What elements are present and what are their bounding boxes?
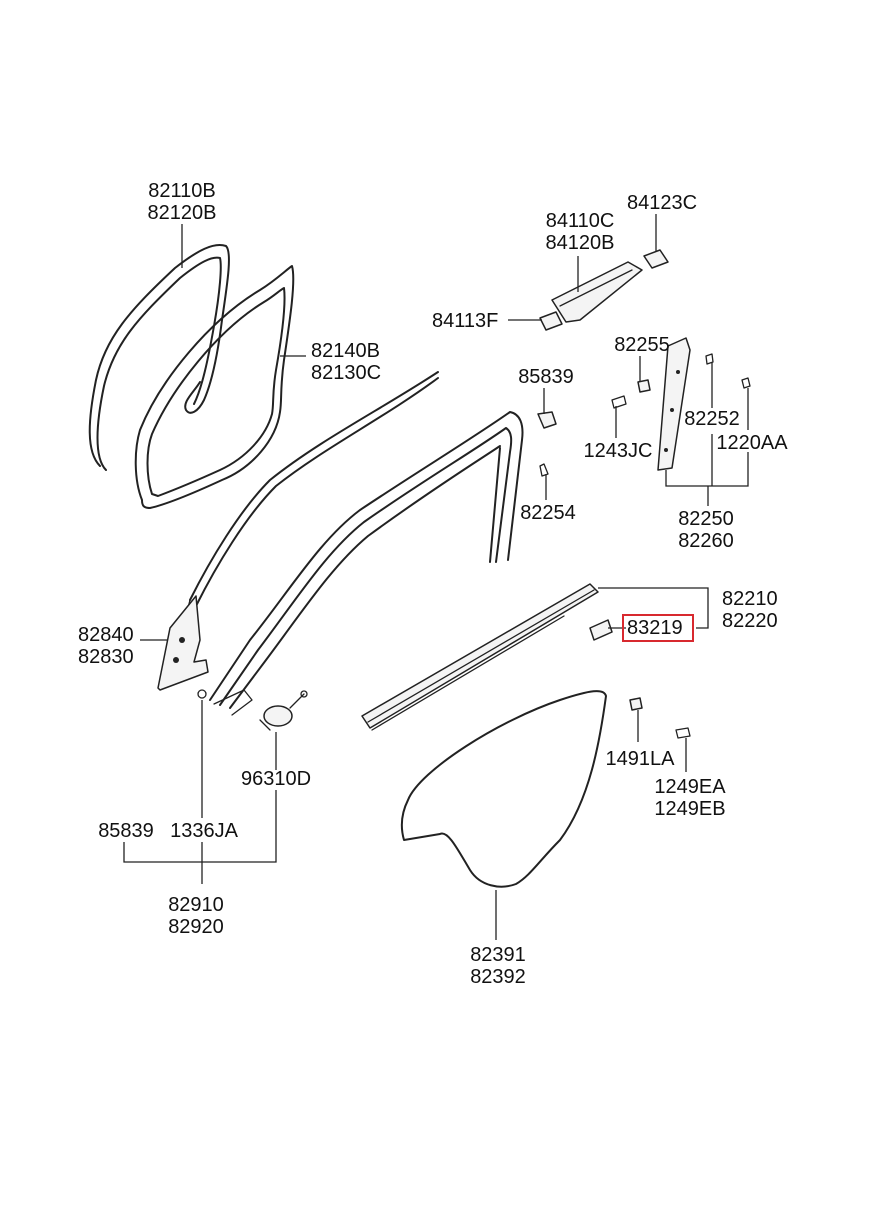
leader-lines [123, 214, 749, 940]
garnish-part [539, 249, 669, 331]
speaker-part [259, 690, 308, 731]
label-speaker: 96310D [240, 768, 312, 790]
vapor-barrier-part [400, 690, 607, 888]
label-clip-bottom-b: 1336JA [170, 820, 238, 842]
highlight-box[interactable] [622, 614, 694, 642]
outer-moulding-part [164, 371, 439, 673]
door-frame-part [209, 411, 524, 716]
delta-trim-part [157, 595, 209, 691]
label-bolt-a: 1243JC [583, 440, 653, 462]
clip-parts [537, 353, 751, 477]
label-grommet: 1491LA [605, 748, 675, 770]
pillar-trim-part [657, 337, 691, 471]
fastener-parts [197, 689, 691, 739]
door-weatherstrip-part [88, 244, 230, 471]
label-garnish-end: 84113F [432, 310, 499, 332]
belt-moulding-part [361, 583, 613, 731]
label-screw-b: 1220AA [716, 432, 788, 454]
label-garnish-cap: 84123C [626, 192, 698, 214]
label-clip-top: 85839 [518, 366, 574, 388]
label-clip-b: 82252 [684, 408, 740, 430]
body-weatherstrip-part [134, 265, 295, 509]
label-clip-bottom: 85839 [98, 820, 154, 842]
label-clip-small: 82254 [520, 502, 576, 524]
label-screw-a: 82255 [614, 334, 670, 356]
label-highlighted-part[interactable]: 83219 [627, 617, 683, 639]
